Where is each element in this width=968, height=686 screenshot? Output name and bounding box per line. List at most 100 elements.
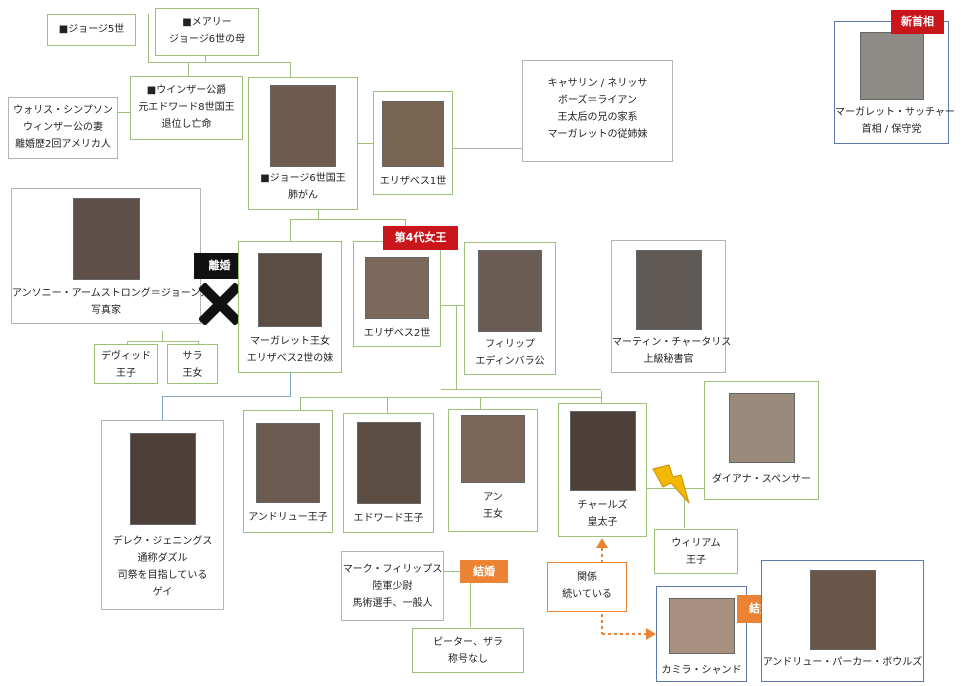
person-name: キャサリン / ネリッサ [547, 78, 648, 89]
person-margaret[interactable]: マーガレット王女 エリザベス2世の妹 [238, 241, 342, 373]
person-desc: 首相 / 保守党 [861, 124, 922, 135]
person-charteris[interactable]: マーティン・チャータリス 上級秘書官 [611, 240, 732, 373]
person-name: アン [483, 492, 503, 503]
person-name: チャールズ [577, 500, 628, 511]
person-parkerbowles[interactable]: アンドリュー・パーカー・ボウルズ [761, 560, 924, 682]
portrait-photo [72, 198, 140, 280]
person-thatcher[interactable]: マーガレット・サッチャー 首相 / 保守党 [834, 21, 955, 144]
new-pm-tag: 新首相 [891, 10, 944, 34]
married-tag-anne: 結婚 [460, 560, 508, 583]
person-name: エリザベス1世 [379, 176, 447, 187]
person-peterzara[interactable]: ピーター、ザラ 称号なし [412, 628, 524, 673]
person-desc: 司祭を目指している [117, 570, 208, 581]
portrait-photo [129, 433, 196, 525]
person-desc: ジョージ6世の母 [168, 34, 246, 45]
person-name: サラ [182, 351, 203, 362]
person-desc: ゲイ [152, 587, 173, 598]
lightning-icon [652, 464, 690, 504]
person-desc: 馬術選手、一般人 [352, 598, 433, 609]
fourth-queen-tag: 第4代女王 [383, 226, 458, 250]
person-elizabeth1[interactable]: エリザベス1世 [373, 91, 453, 195]
person-name: フィリップ [485, 339, 535, 350]
person-desc: 元エドワード8世国王 [138, 102, 235, 113]
person-name: ■ウインザー公爵 [146, 85, 227, 96]
person-desc: 通称ダズル [137, 553, 188, 564]
person-name: ダイアナ・スペンサー [711, 474, 812, 485]
person-camilla[interactable]: カミラ・シャンド [656, 586, 747, 682]
person-desc: 王子 [116, 368, 136, 379]
portrait-photo [461, 415, 525, 483]
person-desc: 王女 [483, 509, 503, 520]
person-name: マーガレット・サッチャー [835, 107, 955, 118]
person-name: カミラ・シャンド [661, 665, 742, 676]
person-george5[interactable]: ■ジョージ5世 [47, 14, 136, 46]
person-name: エドワード王子 [353, 513, 424, 524]
person-david[interactable]: デヴィッド 王子 [94, 344, 158, 384]
person-mark[interactable]: マーク・フィリップス 陸軍少尉 馬術選手、一般人 [341, 551, 444, 621]
person-armstrong[interactable]: アンソニー・アームストロング＝ジョーンズ 写真家 [11, 188, 210, 324]
person-desc: 称号なし [448, 654, 488, 665]
person-wallis[interactable]: ウォリス・シンプソン ウィンザー公の妻 離婚歴2回アメリカ人 [8, 97, 118, 159]
person-name: デレク・ジェニングス [112, 536, 213, 547]
callout-text: 続いている [562, 589, 612, 600]
portrait-photo [635, 250, 702, 330]
person-desc: マーガレットの従姉妹 [547, 129, 648, 140]
person-cousins[interactable]: キャサリン / ネリッサ ボーズ＝ライアン 王太后の兄の家系 マーガレットの従姉… [522, 60, 673, 162]
portrait-photo [365, 257, 429, 319]
person-name: ウォリス・シンプソン [13, 105, 113, 116]
person-george6[interactable]: ■ジョージ6世国王 肺がん [248, 77, 358, 210]
person-charles[interactable]: チャールズ 皇太子 [558, 403, 647, 537]
person-name: アンソニー・アームストロング＝ジョーンズ [12, 288, 210, 299]
person-desc: 写真家 [91, 305, 121, 316]
person-desc: 王子 [686, 555, 706, 566]
person-anne[interactable]: アン 王女 [448, 409, 538, 532]
person-windsor[interactable]: ■ウインザー公爵 元エドワード8世国王 退位し亡命 [130, 76, 243, 140]
portrait-photo [356, 422, 421, 504]
person-mary[interactable]: ■メアリー ジョージ6世の母 [155, 8, 259, 56]
relationship-callout: 関係 続いている [547, 562, 627, 612]
person-desc: 王女 [182, 368, 203, 379]
person-name: マーク・フィリップス [342, 564, 443, 575]
portrait-photo [728, 393, 795, 463]
portrait-photo [382, 101, 444, 167]
portrait-photo [478, 250, 542, 332]
person-sarah[interactable]: サラ 王女 [167, 344, 218, 384]
person-desc: 上級秘書官 [643, 354, 694, 365]
person-name: エリザベス2世 [363, 328, 431, 339]
person-desc: 王太后の兄の家系 [557, 112, 638, 123]
person-name: マーティン・チャータリス [612, 337, 732, 348]
person-name: ボーズ＝ライアン [557, 95, 638, 106]
person-elizabeth2[interactable]: エリザベス2世 [353, 241, 441, 347]
divorce-x-icon [199, 283, 241, 325]
person-desc: エディンバラ公 [475, 356, 545, 367]
person-edward[interactable]: エドワード王子 [343, 413, 434, 533]
person-andrew[interactable]: アンドリュー王子 [243, 410, 333, 533]
person-diana[interactable]: ダイアナ・スペンサー [704, 381, 819, 500]
person-name: マーガレット王女 [250, 336, 330, 347]
person-philip[interactable]: フィリップ エディンバラ公 [464, 242, 556, 375]
portrait-photo [256, 423, 320, 503]
portrait-photo [859, 32, 924, 100]
person-desc: ウィンザー公の妻 [23, 122, 103, 133]
person-name: ウィリアム [671, 538, 721, 549]
person-desc: エリザベス2世の妹 [246, 353, 334, 364]
person-william[interactable]: ウィリアム 王子 [654, 529, 738, 574]
divorce-tag: 離婚 [194, 253, 245, 279]
person-name: アンドリュー・パーカー・ボウルズ [762, 657, 923, 668]
portrait-photo [258, 253, 322, 327]
person-dazzle[interactable]: デレク・ジェニングス 通称ダズル 司祭を目指している ゲイ [101, 420, 224, 610]
portrait-photo [569, 411, 636, 491]
portrait-photo [809, 570, 876, 650]
callout-text: 関係 [577, 572, 597, 583]
person-name: アンドリュー王子 [248, 512, 328, 523]
person-name: ■ジョージ5世 [58, 24, 125, 35]
person-name: ■ジョージ6世国王 [260, 173, 346, 184]
person-name: デヴィッド [101, 351, 151, 362]
relationship-arrows [596, 538, 656, 640]
person-desc: 皇太子 [587, 517, 618, 528]
person-name: ピーター、ザラ [433, 637, 503, 648]
person-desc: 退位し亡命 [161, 119, 212, 130]
person-name: ■メアリー [182, 17, 232, 28]
portrait-photo [668, 598, 735, 654]
person-desc: 陸軍少尉 [372, 581, 413, 592]
